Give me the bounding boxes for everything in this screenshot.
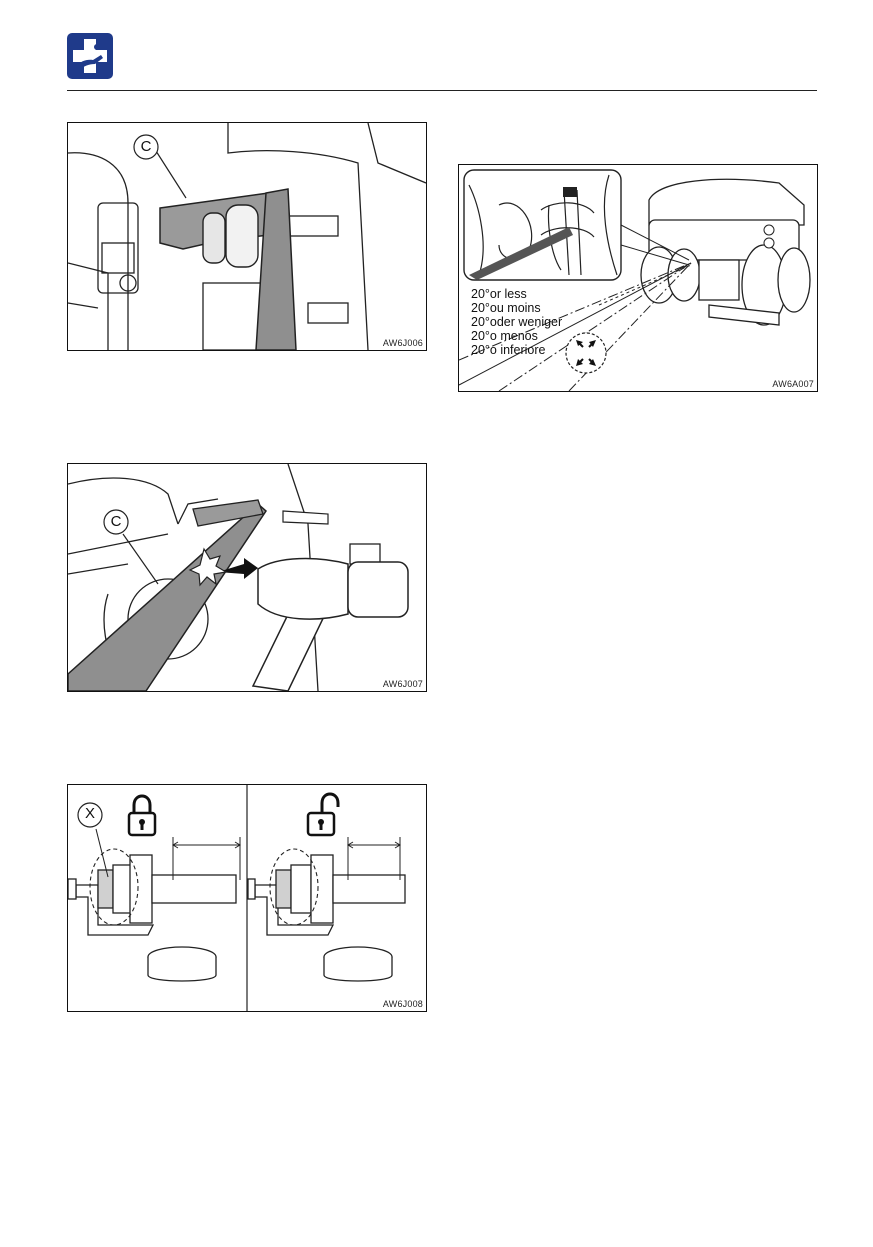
angle-label-es: 20°o menos — [471, 329, 562, 343]
angle-label-it: 20°o inferiore — [471, 343, 562, 357]
angle-label-fr: 20°ou moins — [471, 301, 562, 315]
illustration-lock-states — [68, 785, 426, 1011]
maintenance-logo-icon — [67, 33, 113, 79]
illustration-pin-puller-tool — [68, 123, 426, 350]
figure-code: AW6J008 — [383, 999, 423, 1009]
figure-aw6a007: 20°or less 20°ou moins 20°oder weniger 2… — [458, 164, 818, 392]
header-divider — [67, 90, 817, 91]
callout-label: C — [105, 513, 127, 530]
lifting-angle-labels: 20°or less 20°ou moins 20°oder weniger 2… — [471, 287, 562, 357]
figure-code: AW6A007 — [772, 379, 814, 389]
figure-code: AW6J007 — [383, 679, 423, 689]
figure-aw6j008: X AW6J008 — [67, 784, 427, 1012]
angle-label-de: 20°oder weniger — [471, 315, 562, 329]
figure-aw6j006: C AW6J006 — [67, 122, 427, 351]
angle-label-en: 20°or less — [471, 287, 562, 301]
callout-label: X — [79, 805, 101, 822]
figure-code: AW6J006 — [383, 338, 423, 348]
callout-label: C — [135, 138, 157, 155]
illustration-lifting-angle — [459, 165, 817, 391]
illustration-hammer-strike — [68, 464, 426, 691]
figure-aw6j007: C AW6J007 — [67, 463, 427, 692]
locked-padlock-icon — [129, 796, 155, 835]
unlocked-padlock-icon — [308, 794, 338, 835]
